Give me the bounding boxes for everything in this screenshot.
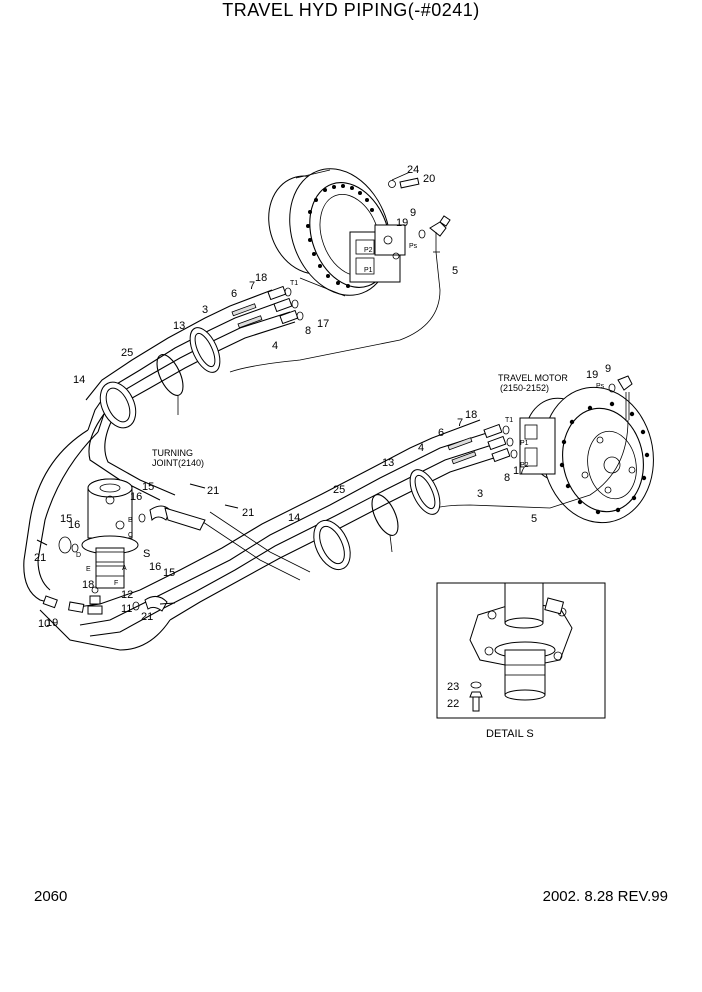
callout-4: 4 (272, 340, 278, 352)
callout-6: 6 (231, 288, 237, 300)
turning-joint: B C D E A F (36, 478, 239, 615)
callout-24: 24 (407, 164, 419, 176)
callout-16: 16 (68, 519, 80, 531)
port-a-label: A (122, 565, 127, 572)
callout-14: 14 (73, 374, 85, 386)
turning-joint-part-caption: JOINT(2140) (152, 458, 204, 468)
port-c-label: C (128, 532, 133, 539)
callout-5: 5 (452, 265, 458, 277)
port-ps-label: Ps (409, 243, 418, 250)
callout-21: 21 (207, 485, 219, 497)
callout-18: 18 (465, 409, 477, 421)
upper-hose-fittings (231, 285, 304, 329)
callout-4: 4 (418, 442, 424, 454)
callout-25: 25 (121, 347, 133, 359)
detail-s-panel (436, 582, 606, 719)
callout-17: 17 (317, 318, 329, 330)
port-e-label: E (86, 566, 91, 573)
callout-20: 20 (423, 173, 435, 185)
callout-7: 7 (249, 280, 255, 292)
port-p2-label: P2 (520, 462, 529, 469)
callout-16: 16 (130, 491, 142, 503)
callout-15: 15 (163, 567, 175, 579)
page-number: 2060 (34, 888, 68, 905)
port-t1-label: T1 (290, 280, 298, 287)
callout-3: 3 (477, 488, 483, 500)
port-b-label: B (128, 517, 133, 524)
port-ps-label: Ps (596, 383, 605, 390)
callout-19: 19 (46, 617, 58, 629)
callout-12: 12 (121, 589, 133, 601)
callout-7: 7 (457, 417, 463, 429)
callout-6: 6 (438, 427, 444, 439)
callout-9: 9 (605, 363, 611, 375)
callout-9: 9 (410, 207, 416, 219)
port-f-label: F (114, 580, 118, 587)
callout-21: 21 (242, 507, 254, 519)
callout-17: 17 (513, 465, 525, 477)
callout-19: 19 (586, 369, 598, 381)
callout-13: 13 (173, 320, 185, 332)
callout-8: 8 (305, 325, 311, 337)
right-hose-fittings (447, 423, 518, 465)
detail-s-caption: DETAIL S (486, 728, 534, 740)
callout-21: 21 (141, 611, 153, 623)
callout-11: 11 (121, 603, 132, 615)
port-p1-label: P1 (364, 267, 373, 274)
right-travel-motor: P1 P2 T1 Ps (505, 375, 654, 524)
callout-13: 13 (382, 457, 394, 469)
callout-19: 19 (396, 217, 408, 229)
callout-14: 14 (288, 512, 300, 524)
callout-22: 22 (447, 698, 459, 710)
upper-motor-fittings (388, 171, 451, 253)
revision-date: 2002. 8.28 REV.99 (542, 888, 668, 905)
callout-25: 25 (333, 484, 345, 496)
callout-numbers: 24 20 9 19 5 18 7 6 3 13 8 17 4 25 14 9 … (34, 164, 611, 710)
turning-joint-caption: TURNING (152, 448, 193, 458)
callout-21: 21 (34, 552, 46, 564)
port-p2-label: P2 (364, 247, 373, 254)
callout-23: 23 (447, 681, 459, 693)
callout-15: 15 (60, 513, 72, 525)
upper-travel-motor: P2 P1 Ps T1 (268, 168, 418, 297)
travel-motor-caption: TRAVEL MOTOR (498, 373, 568, 383)
travel-motor-part-caption: (2150-2152) (500, 383, 549, 393)
port-t1-label: T1 (505, 417, 513, 424)
hose-clamps (99, 327, 441, 571)
page-title: TRAVEL HYD PIPING(-#0241) (222, 0, 480, 20)
port-p1-label: P1 (520, 440, 529, 447)
callout-3: 3 (202, 304, 208, 316)
callout-8: 8 (504, 472, 510, 484)
callout-10: 10 (38, 618, 50, 630)
callout-18: 18 (255, 272, 267, 284)
callout-5: 5 (531, 513, 537, 525)
callout-15: 15 (142, 481, 154, 493)
detail-s-marker: S (143, 548, 150, 560)
callout-16: 16 (149, 561, 161, 573)
callout-18: 18 (82, 579, 94, 591)
port-d-label: D (76, 552, 81, 559)
